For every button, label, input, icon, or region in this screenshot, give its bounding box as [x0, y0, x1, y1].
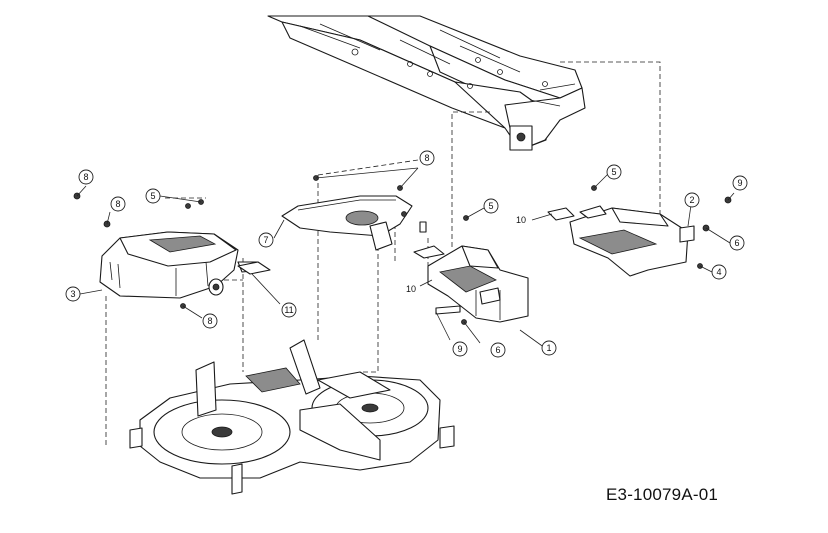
callout-8d: 8 — [202, 313, 218, 329]
callout-9b-label: 9 — [737, 178, 742, 188]
callout-8b-label: 8 — [115, 199, 120, 209]
callout-9a-label: 9 — [457, 344, 462, 354]
callout-8a-label: 8 — [83, 172, 88, 182]
callout-1: 1 — [541, 340, 557, 356]
callout-8c: 8 — [419, 150, 435, 166]
callout-1-label: 1 — [546, 343, 551, 353]
callout-6a: 6 — [490, 342, 506, 358]
callout-8a: 8 — [78, 169, 94, 185]
callout-10b-label: 10 — [516, 215, 526, 225]
callout-10a-label: 10 — [406, 284, 416, 294]
callout-6a-label: 6 — [495, 345, 500, 355]
callout-7-label: 7 — [263, 235, 268, 245]
frame-rails — [267, 15, 586, 151]
callout-8c-label: 8 — [424, 153, 429, 163]
callout-3-label: 3 — [70, 289, 75, 299]
callout-7: 7 — [258, 232, 274, 248]
callout-6b: 6 — [729, 235, 745, 251]
callout-5c: 5 — [606, 164, 622, 180]
left-belt-cover-part-3 — [99, 231, 263, 299]
callout-4-label: 4 — [716, 267, 721, 277]
callout-9b: 9 — [732, 175, 748, 191]
center-cover-part-7 — [281, 195, 427, 251]
callout-3: 3 — [65, 286, 81, 302]
callout-leaders — [76, 167, 735, 349]
mower-deck — [129, 339, 455, 495]
callout-8d-label: 8 — [207, 316, 212, 326]
callout-5b-label: 5 — [488, 201, 493, 211]
callout-4: 4 — [711, 264, 727, 280]
callout-8b: 8 — [110, 196, 126, 212]
right-bracket-part-1 — [413, 245, 529, 323]
callout-5a-label: 5 — [150, 191, 155, 201]
callout-5b: 5 — [483, 198, 499, 214]
callout-5c-label: 5 — [611, 167, 616, 177]
callout-6b-label: 6 — [734, 238, 739, 248]
callout-11-label: 11 — [284, 305, 293, 315]
rear-bracket-part-2 — [547, 205, 695, 277]
plate-part-11 — [237, 261, 271, 275]
drawing-reference-number: E3-10079A-01 — [606, 485, 719, 504]
callout-11: 11 — [281, 302, 297, 318]
callout-2-label: 2 — [689, 195, 694, 205]
callout-5a: 5 — [145, 188, 161, 204]
callout-2: 2 — [684, 192, 700, 208]
callout-9a: 9 — [452, 341, 468, 357]
